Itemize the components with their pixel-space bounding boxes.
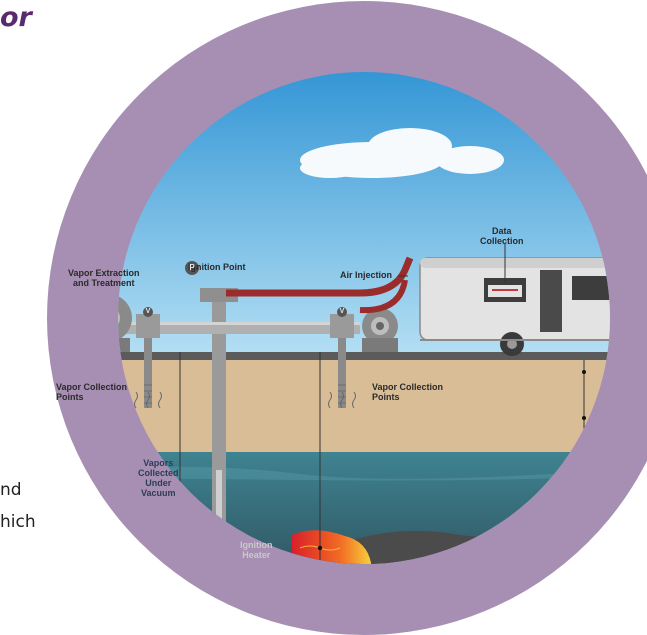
label-air-injection: Air Injection — [340, 270, 393, 280]
valve-gauge-right — [337, 307, 347, 317]
label-data-collection-line-1: Data — [492, 226, 512, 236]
label-vapor-extraction-line-2: and Treatment — [73, 278, 135, 288]
cloud-right — [300, 128, 504, 178]
ignition-well — [212, 290, 226, 564]
label-data-collection-line-2: Collection — [480, 236, 524, 246]
label-ignition-heater-line-2: Heater — [242, 550, 271, 560]
label-vapors-collected: Vapors Collected Under Vacuum — [138, 458, 179, 498]
label-vapor-collection-left-line-2: Points — [56, 392, 84, 402]
label-vapors-collected-line-2: Collected — [138, 468, 179, 478]
label-vapor-collection-right-line-2: Points — [372, 392, 400, 402]
label-data-collection: Data Collection — [480, 226, 524, 246]
vapor-arrows-right — [328, 391, 356, 409]
label-vapors-collected-line-1: Vapors — [143, 458, 174, 468]
smoldering-front — [292, 530, 372, 564]
label-ignition-heater: Ignition Heater — [240, 540, 273, 560]
body-text-line-2: hich — [0, 512, 36, 532]
pressure-gauge — [185, 261, 199, 275]
vapor-collection-point-left — [144, 318, 152, 408]
vapor-extraction-blower — [118, 294, 132, 342]
gauge-p-label: P — [189, 263, 195, 272]
label-vapor-extraction-line-1: Vapor Extraction — [68, 268, 140, 278]
label-ignition-heater-line-1: Ignition — [240, 540, 273, 550]
label-vapors-collected-line-3: Under — [145, 478, 172, 488]
label-vapor-collection-right: Vapor Collection Points — [372, 382, 443, 402]
gauge-v-right-label: V — [339, 308, 345, 315]
gauge-v-left-label: V — [145, 308, 151, 315]
page-title-fragment: or — [0, 2, 32, 33]
valve-gauge-left — [143, 307, 153, 317]
label-ignition-point: Ignition Point — [188, 262, 246, 272]
label-vapor-extraction: Vapor Extraction and Treatment — [68, 268, 140, 288]
label-vapor-collection-left-line-1: Vapor Collection — [56, 382, 128, 392]
air-injection-hose — [226, 256, 414, 297]
label-vapor-collection-right-line-1: Vapor Collection — [372, 382, 444, 392]
label-vapor-collection-left: Vapor Collection Points — [56, 382, 127, 402]
vadose-soil — [118, 360, 610, 452]
body-text-line-1: nd — [0, 480, 22, 500]
vapor-arrows-left — [134, 391, 162, 409]
ground-surface — [118, 352, 610, 360]
vapor-collection-point-right — [338, 318, 346, 408]
trailer-door — [540, 270, 562, 332]
label-vapors-collected-line-4: Vacuum — [141, 488, 176, 498]
